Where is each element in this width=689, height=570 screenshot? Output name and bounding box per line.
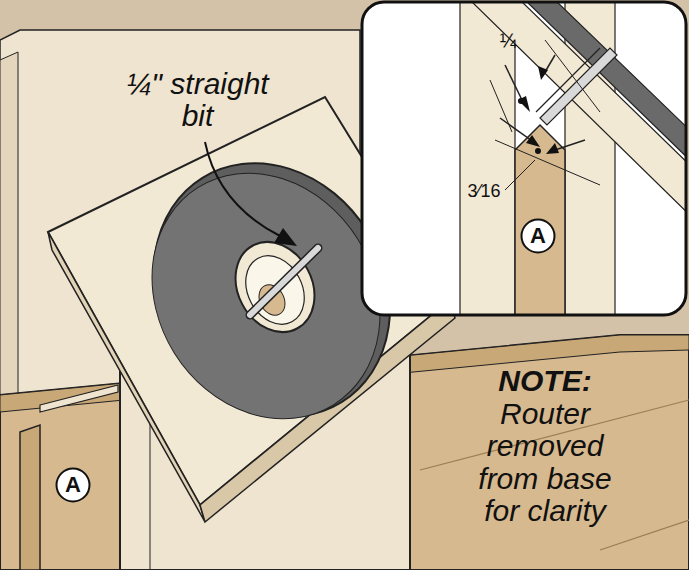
- note-heading: NOTE:: [450, 365, 640, 397]
- part-label: ¼" straight bit: [110, 68, 285, 133]
- callout-circle: A: [520, 218, 556, 254]
- callout-letter: A: [530, 225, 546, 247]
- dimension-label: ¼: [493, 30, 523, 52]
- callout-letter: A: [65, 474, 81, 496]
- dimension-label: 3⁄16: [462, 182, 506, 201]
- note-text: Router removed from base for clarity: [465, 398, 625, 528]
- callout-circle: A: [55, 467, 91, 503]
